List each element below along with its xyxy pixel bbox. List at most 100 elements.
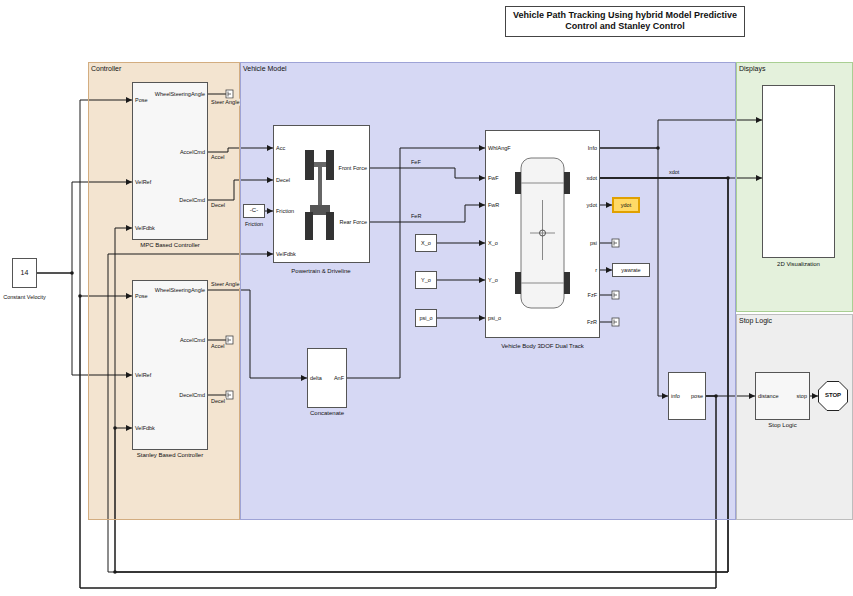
wheel-icon (326, 212, 334, 240)
car-wheel-icon (564, 172, 570, 194)
vehicle-model-region: Vehicle ModelAccDecelFrictionVelFdbkFron… (240, 62, 736, 520)
goto-tag: ydot (612, 197, 640, 213)
port-label: pose (691, 393, 703, 400)
constant-block-fill (415, 234, 437, 252)
signal-label: Decel (210, 202, 226, 209)
vehicle-body-block: WhlAngFFwFFwRX_oY_opsi_oInfoxdotydotpsir… (485, 130, 600, 338)
signal-line (600, 205, 612, 206)
port-label: info (671, 393, 680, 400)
signal-label: FeF (410, 159, 422, 166)
port-label: r (595, 267, 597, 274)
port-label: DecelCmd (179, 197, 205, 204)
block-label: Concatenate (310, 410, 344, 417)
controller-region-fill (88, 62, 240, 520)
port-label: VelFdbk (135, 425, 155, 432)
stanley-controller-block: PoseWheelSteeringAngleVelRefAccelCmdVelF… (132, 280, 208, 450)
signal-line (437, 318, 485, 319)
stop-logic-block-fill (755, 372, 810, 420)
constant-block-fill (415, 271, 437, 289)
port-label: yawrate (621, 267, 640, 274)
engine-icon (305, 150, 314, 180)
port-label: Acc (276, 145, 285, 152)
block-label: Vehicle Body 3DOF Dual Track (501, 343, 584, 350)
goto-tag-fill (612, 263, 650, 277)
port-label: ydot (587, 202, 597, 209)
port-label: VelRef (135, 179, 151, 186)
signal-line (115, 178, 728, 572)
signal-line (370, 205, 485, 222)
concatenate-block: deltaAnFConcatenate (307, 348, 347, 408)
port-label: DecelCmd (179, 392, 205, 399)
port-label: Constant Velocity (3, 294, 46, 301)
car-body-icon (521, 158, 564, 308)
block-label: Powertrain & Driveline (291, 268, 350, 275)
constant-block: psi_o (415, 309, 437, 327)
block-label: Vehicle Model (243, 65, 287, 73)
port-label: Front Force (339, 165, 367, 172)
signal-line (370, 168, 485, 178)
port-label: Friction (276, 208, 294, 215)
port-label: xdot (587, 175, 597, 182)
wheel-icon (326, 150, 334, 180)
block-label: Stop Logic (739, 317, 772, 325)
block-label: Stanley Based Controller (137, 452, 203, 459)
port-label: WheelSteeringAngle (155, 91, 205, 98)
port-label: Decel (276, 177, 290, 184)
port-label: FzR (587, 319, 597, 326)
port-label: VelFdbk (135, 225, 155, 232)
signal-label: Accel (210, 342, 225, 349)
stop-sign-shape (819, 382, 848, 411)
conversion-block: info pose (668, 372, 706, 420)
signal-line (108, 178, 728, 572)
signal-label: Decel (210, 397, 226, 404)
mpc-controller-block: Pose WheelSteeringAngleVelRef AccelCmdVelF… (132, 82, 208, 240)
concatenate-block-fill (307, 348, 347, 408)
stop-sign: STOP (818, 381, 848, 411)
signal-label: Steer Angle (210, 99, 240, 106)
port-label: Info (588, 145, 597, 152)
constant-velocity-block: 14Constant Velocity (12, 258, 37, 288)
terminator-symbol (226, 336, 233, 344)
controller-region: ControllerPoseWheelSteeringAngleVelRefAc… (88, 62, 240, 520)
constant-block-fill (243, 204, 265, 218)
port-label: FwF (488, 175, 499, 182)
signal-line (600, 120, 762, 148)
block-label: MPC Based Controller (140, 242, 200, 249)
port-label: Friction (245, 221, 263, 228)
block-label: Stop Logic (768, 422, 796, 429)
stanley-controller-block-fill (132, 280, 208, 450)
port-label: Y_o (421, 277, 431, 284)
visualization-block-fill (762, 85, 835, 258)
block-label: 2D Visualization (777, 261, 820, 268)
goto-tag-fill (612, 197, 640, 213)
block-label: Displays (739, 65, 765, 73)
port-label: AnF (334, 375, 344, 382)
car-wheel-icon (515, 272, 521, 294)
terminator-symbol (226, 90, 233, 98)
signal-label: xdot (668, 169, 680, 176)
vehicle-model-region-fill (240, 62, 736, 520)
port-label: Pose (135, 97, 148, 104)
signal-line (437, 280, 485, 281)
port-label: Rear Force (339, 219, 367, 226)
port-label: Y_o (488, 277, 498, 284)
car-wheel-icon (564, 272, 570, 294)
signal-label: Steer Angle (210, 281, 240, 288)
constant-block: -C-Friction (243, 204, 265, 218)
signal-line (115, 178, 728, 572)
constant-block-fill (415, 309, 437, 327)
port-label: AccelCmd (180, 149, 205, 156)
block-label: STOP (825, 392, 841, 399)
port-label: stop (797, 393, 807, 400)
mpc-controller-block-fill (132, 82, 208, 240)
stop-logic-region: Stop LogicdistancestopStop LogicSTOP (736, 314, 853, 520)
port-label: X_o (488, 240, 498, 247)
port-label: psi_o (419, 315, 432, 322)
port-label: psi (590, 240, 597, 247)
constant-velocity-block-fill (12, 258, 37, 288)
displays-region-fill (736, 62, 853, 312)
